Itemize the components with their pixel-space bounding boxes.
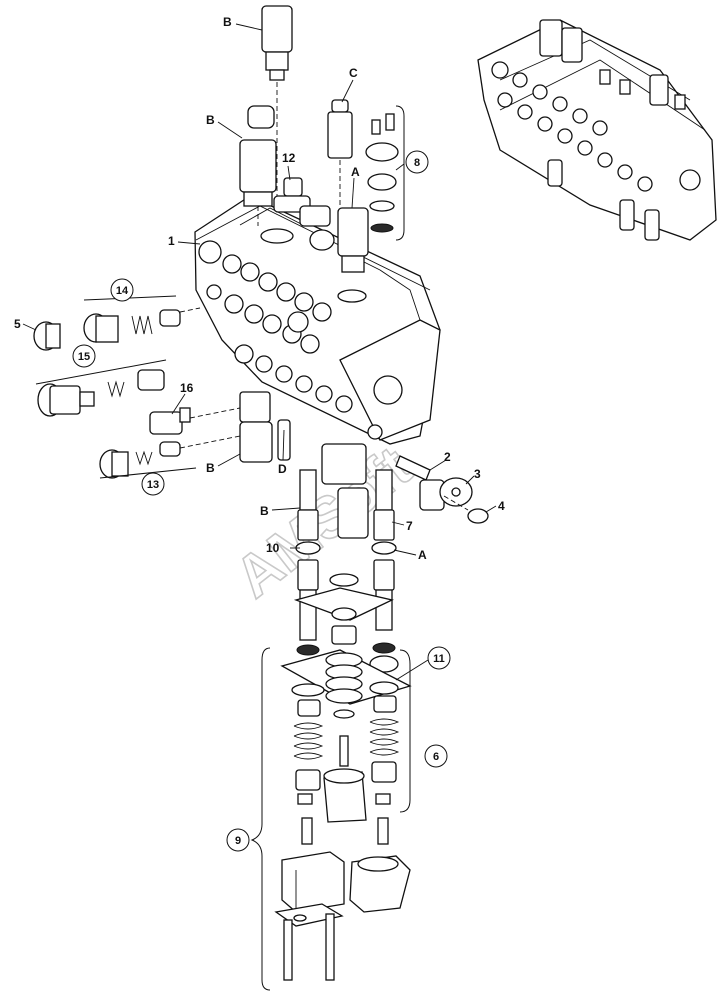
callout-labels: B B C 12 A 1 5 16 B D 2 B 7 10 A 3 4 [14, 15, 505, 562]
circled-callouts: 8 14 15 13 11 6 9 [72, 150, 451, 852]
callout-4: 4 [498, 499, 505, 513]
callout-10: 10 [266, 541, 280, 555]
solenoid-stack-center [293, 443, 394, 645]
check-valve-15 [35, 359, 167, 417]
circled-14: 14 [116, 285, 129, 297]
spring-plate-assembly [280, 649, 412, 823]
circled-8: 8 [414, 157, 420, 169]
callout-5: 5 [14, 317, 21, 331]
circled-6: 6 [433, 751, 439, 763]
callout-16: 16 [180, 381, 194, 395]
callout-d: D [278, 462, 287, 476]
check-valve-13 [99, 435, 241, 479]
valve-body [194, 195, 441, 445]
assembled-valve-inset [477, 19, 717, 241]
callout-7: 7 [406, 519, 413, 533]
leader-lines [22, 23, 497, 681]
callout-b-mid: B [260, 504, 269, 518]
callout-a-mid: A [418, 548, 427, 562]
callout-b-top: B [223, 15, 232, 29]
solenoid-a-top [309, 207, 369, 273]
relief-valve-top [261, 5, 293, 196]
circled-15: 15 [78, 351, 90, 363]
end-cap-assembly [250, 647, 411, 991]
callout-2: 2 [444, 450, 451, 464]
check-valve-16 [149, 407, 241, 435]
callout-a-top: A [351, 165, 360, 179]
callout-12: 12 [282, 151, 296, 165]
callout-1: 1 [168, 234, 175, 248]
circled-11: 11 [433, 653, 445, 665]
seal-kit-8 [365, 105, 405, 241]
callout-3: 3 [474, 467, 481, 481]
plug-5 [33, 321, 61, 351]
circled-9: 9 [235, 835, 241, 847]
relief-valve-upper [239, 105, 277, 226]
solenoid-b-left [239, 391, 291, 463]
callout-b-upper: B [206, 113, 215, 127]
fitting-2-3-4 [395, 455, 489, 524]
circled-13: 13 [147, 479, 159, 491]
check-valve-14 [83, 295, 201, 343]
valve-fitting-12 [273, 177, 331, 227]
cartridge-c [327, 99, 353, 212]
callout-c: C [349, 66, 358, 80]
callout-b-left: B [206, 461, 215, 475]
